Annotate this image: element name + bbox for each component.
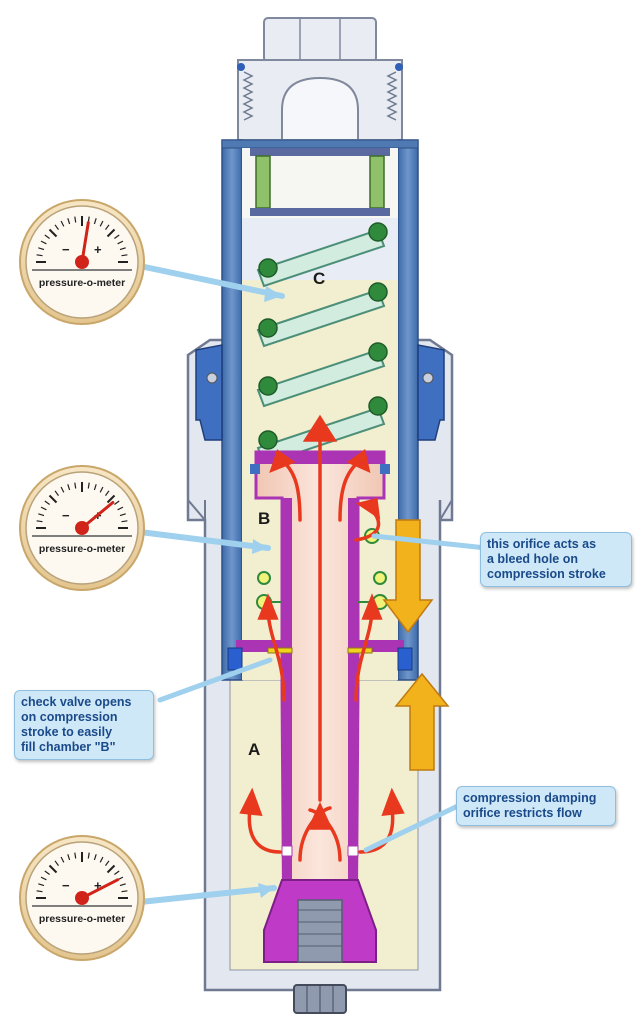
gauge-tick: [60, 220, 65, 227]
gauge-tick: [74, 482, 77, 489]
callout-check-valve: check valve opens on compression stroke …: [14, 690, 154, 760]
gauge-tick: [93, 218, 97, 225]
callout-damping-orifice: compression damping orifice restricts fl…: [456, 786, 616, 826]
gauge-hub: [75, 891, 89, 905]
gauge-tick: [106, 864, 116, 874]
gauge-tick: [121, 254, 128, 257]
gauge-tick: [74, 852, 77, 859]
gauge-minus-sign: −: [62, 508, 70, 523]
floating-piston: [250, 148, 390, 216]
gauge-tick: [105, 860, 110, 866]
gauge-tick: [114, 870, 120, 875]
gauge-tick: [40, 240, 47, 245]
gauge-tick: [48, 228, 58, 238]
gauge-tick: [114, 500, 120, 505]
gauge-tick: [38, 247, 45, 251]
gauge-tick: [38, 883, 45, 887]
pressure-gauge-icon: − + pressure-o-meter: [19, 835, 145, 961]
gauge-tick: [105, 490, 110, 496]
side-clips: [195, 344, 445, 441]
gauge-label: pressure-o-meter: [39, 543, 125, 555]
gauge-minus-sign: −: [62, 878, 70, 893]
gauge-hub: [75, 255, 89, 269]
gauge-plus-sign: +: [94, 878, 102, 893]
gauge-tick: [40, 876, 47, 881]
gauge-tick: [67, 854, 71, 861]
gauge-tick: [38, 513, 45, 517]
callout-bleed-hole: this orifice acts as a bleed hole on com…: [480, 532, 632, 587]
gauge-tick: [119, 247, 126, 251]
gauge-tick: [67, 218, 71, 225]
gauge-tick: [36, 520, 43, 523]
gauge-tick: [114, 234, 120, 239]
gauge-tick: [99, 220, 104, 227]
gauge-tick: [117, 506, 124, 511]
gauge-tick: [44, 500, 50, 505]
gauge-tick: [60, 486, 65, 493]
flow-arrows: [239, 414, 405, 862]
gauge-plus-sign: +: [94, 242, 102, 257]
gauge-tick: [36, 890, 43, 893]
gauge-leaders: [137, 263, 285, 905]
chamber-label-c: C: [313, 269, 325, 288]
pressure-gauge-icon: − + pressure-o-meter: [19, 199, 145, 325]
gauge-tick: [105, 224, 110, 230]
gauge-tick: [40, 506, 47, 511]
stroke-arrow-icon: [382, 519, 450, 771]
gauge-tick: [87, 852, 90, 859]
gauge-tick: [48, 494, 58, 504]
gauge-tick: [87, 482, 90, 489]
gauge-label: pressure-o-meter: [39, 277, 125, 289]
gauge-tick: [48, 864, 58, 874]
gauge-tick: [60, 856, 65, 863]
gauge-tick: [67, 484, 71, 491]
gauge-tick: [74, 216, 77, 223]
gauge-tick: [44, 870, 50, 875]
chamber-label-a: A: [248, 740, 260, 759]
gauge-tick: [119, 513, 126, 517]
gauge-minus-sign: −: [62, 242, 70, 257]
gauge-tick: [119, 883, 126, 887]
chamber-label-b: B: [258, 509, 270, 528]
gauge-tick: [93, 854, 97, 861]
gauge-tick: [121, 520, 128, 523]
gauge-tick: [106, 228, 116, 238]
gauge-tick: [36, 254, 43, 257]
gauge-tick: [106, 494, 116, 504]
gauge-tick: [99, 856, 104, 863]
pressure-gauge-icon: −+pressure-o-meter: [19, 465, 145, 591]
gauge-tick: [117, 240, 124, 245]
gauge-tick: [54, 860, 59, 866]
gauge-tick: [54, 224, 59, 230]
gauge-label: pressure-o-meter: [39, 913, 125, 925]
top-cap: [237, 17, 403, 141]
gauge-tick: [99, 486, 104, 493]
callout-leaders: [157, 533, 489, 853]
gauge-hub: [75, 521, 89, 535]
gauge-tick: [44, 234, 50, 239]
gauge-tick: [54, 490, 59, 496]
gauge-tick: [121, 890, 128, 893]
gauge-tick: [93, 484, 97, 491]
